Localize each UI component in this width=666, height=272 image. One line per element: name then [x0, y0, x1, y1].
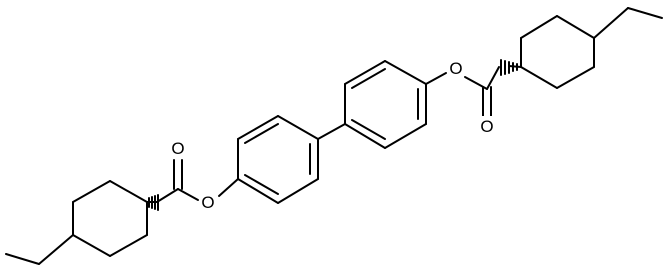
atom-label-o: O [201, 193, 214, 212]
atom-lower-carbonyl-oxygen: O [170, 138, 186, 158]
atom-upper-ether-oxygen: O [448, 58, 464, 78]
lower-cyclohexane-ring [72, 180, 148, 257]
atom-upper-carbonyl-oxygen: O [479, 116, 495, 136]
upper-cyclohexane-ring [520, 15, 595, 89]
upper-hashed-stereo-bond [500, 59, 522, 76]
atom-label-o: O [171, 139, 184, 158]
upper-benzene-ring [344, 60, 427, 149]
atom-lower-ether-oxygen: O [200, 192, 216, 212]
lower-ester-group [156, 159, 239, 203]
lower-hashed-stereo-bond [146, 194, 159, 211]
upper-ethyl-group [593, 7, 663, 39]
biaryl-bond [317, 123, 346, 140]
atom-label-o: O [480, 117, 493, 136]
lower-benzene-ring [237, 115, 319, 204]
lower-ethyl-group [5, 234, 74, 265]
atom-label-o: O [449, 59, 462, 78]
upper-ester-group [425, 66, 500, 117]
